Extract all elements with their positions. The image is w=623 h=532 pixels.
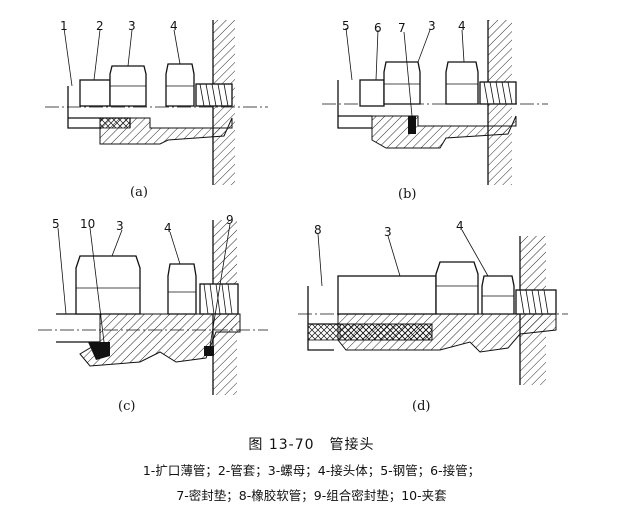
callout-1: 1 <box>60 19 68 33</box>
hex-d <box>435 261 479 315</box>
callout-6: 6 <box>374 21 382 35</box>
joint-body-hex <box>165 63 195 107</box>
callout-4-c: 4 <box>164 221 172 235</box>
sublabel-b: (b) <box>398 187 416 202</box>
callout-3-b: 3 <box>428 19 436 33</box>
sleeve <box>79 79 111 107</box>
sublabel-c: (c) <box>118 399 135 414</box>
callout-3-d: 3 <box>384 225 392 239</box>
joint-body-hex-b <box>445 61 479 105</box>
sublabel-a: (a) <box>130 185 148 200</box>
callout-3-c: 3 <box>116 219 124 233</box>
callout-8: 8 <box>314 223 322 237</box>
callout-9: 9 <box>226 213 234 227</box>
callout-5: 5 <box>342 19 350 33</box>
nut-c <box>75 255 141 315</box>
joint-body-hex-c <box>167 263 197 315</box>
joint-body-hex-d <box>481 275 515 315</box>
callout-2: 2 <box>96 19 104 33</box>
clamp-sleeve <box>88 342 110 360</box>
panel-a: 1 2 3 4 (a) <box>45 19 268 200</box>
steel-pipe-c <box>56 313 100 343</box>
combo-seal <box>204 346 214 356</box>
nut-d <box>337 275 437 315</box>
callout-10: 10 <box>80 217 95 231</box>
callout-4-d: 4 <box>456 219 464 233</box>
panel-b: 5 6 7 3 4 (b) <box>322 19 548 202</box>
callout-3: 3 <box>128 19 136 33</box>
nut-b <box>383 61 421 105</box>
callout-4-b: 4 <box>458 19 466 33</box>
callout-5-c: 5 <box>52 217 60 231</box>
sublabel-d: (d) <box>412 399 430 414</box>
legend-line-1: 1-扩口薄管；2-管套；3-螺母；4-接头体；5-钢管；6-接管； <box>142 463 481 478</box>
panel-d: 8 3 4 (d) <box>298 219 568 414</box>
steel-pipe <box>337 80 372 129</box>
panel-c: 5 10 3 4 9 (c) <box>38 213 268 414</box>
legend-line-2: 7-密封垫；8-橡胶软管；9-组合密封垫；10-夹套 <box>176 488 447 503</box>
seal-gasket <box>408 116 416 134</box>
adapter-pipe <box>359 79 385 107</box>
callout-4: 4 <box>170 19 178 33</box>
figure-title: 图 13-70 管接头 <box>248 437 375 453</box>
callout-7: 7 <box>398 21 406 35</box>
